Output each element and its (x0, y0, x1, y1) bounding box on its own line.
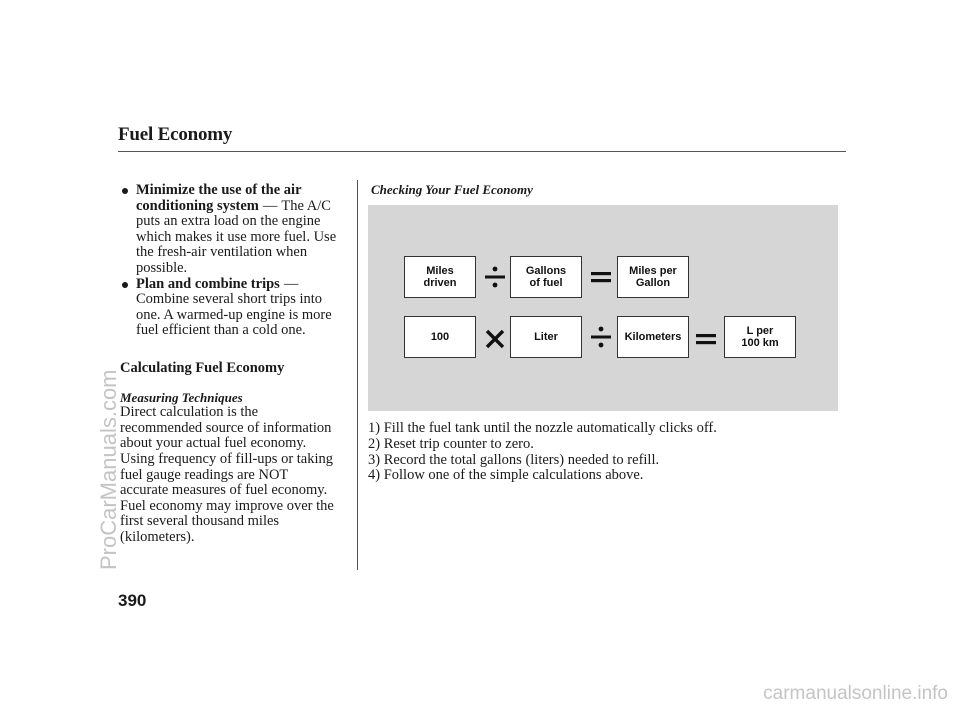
paragraph: Direct calculation is the recommended so… (120, 405, 352, 545)
paragraph-line: recommended source of information (120, 419, 332, 436)
box-liter: Liter (510, 316, 582, 358)
paragraph-line: accurate measures of fuel economy. (120, 482, 328, 499)
box-kilometers: Kilometers (617, 316, 689, 358)
sub-heading: Measuring Techniques (120, 389, 243, 405)
bullet-trips: Plan and combine trips— Combine several … (120, 275, 352, 339)
column-divider (357, 180, 358, 570)
step-item: 4) Follow one of the simple calculations… (368, 467, 644, 484)
paragraph-line: about your actual fuel economy. (120, 435, 307, 452)
step-item: 1) Fill the fuel tank until the nozzle a… (368, 420, 717, 436)
paragraph-line: Direct calculation is the (120, 404, 259, 421)
page-title: Fuel Economy (118, 124, 233, 145)
step-item: 3) Record the total gallons (liters) nee… (368, 451, 660, 468)
bullet-ac-line: possible. (136, 259, 188, 276)
right-heading: Checking Your Fuel Economy (371, 182, 533, 197)
bullet-icon (122, 281, 128, 288)
box-gallons-of-fuel: Gallons of fuel (510, 256, 582, 298)
fuel-economy-diagram: Miles driven Gallons of fuel Miles per G… (368, 205, 838, 411)
left-column: Minimize the use of the air conditioning… (120, 182, 352, 545)
bullet-trips-heading-row: Plan and combine trips— (136, 275, 352, 293)
box-l-per-100km: L per 100 km (724, 316, 796, 358)
section-heading: Calculating Fuel Economy (120, 359, 285, 376)
multiply-icon (485, 329, 505, 349)
bullet-ac-line: the fresh-air ventilation when (136, 244, 308, 261)
page-number: 390 (118, 591, 147, 610)
bullet-ac-heading-2: conditioning system (136, 197, 259, 214)
equals-icon (696, 334, 716, 345)
paragraph-line: Fuel economy may improve over the (120, 497, 334, 514)
bullet-ac-lead: The A/C (281, 197, 331, 214)
steps-list: 1) Fill the fuel tank until the nozzle a… (368, 420, 848, 484)
bullet-ac-heading-1: Minimize the use of the air (136, 182, 302, 198)
side-watermark: ProCarManuals.com (96, 369, 121, 570)
box-100: 100 (404, 316, 476, 358)
equals-icon (591, 272, 611, 283)
box-miles-per-gallon: Miles per Gallon (617, 256, 689, 298)
paragraph-line: first several thousand miles (120, 513, 280, 530)
step-item: 2) Reset trip counter to zero. (368, 435, 534, 452)
bullet-ac-heading-row: conditioning system—The A/C (136, 197, 352, 215)
bottom-watermark: carmanualsonline.info (763, 683, 948, 704)
paragraph-line: Using frequency of fill-ups or taking (120, 450, 334, 467)
bullet-icon (122, 188, 128, 194)
paragraph-line: (kilometers). (120, 528, 195, 545)
bullet-trips-line: Combine several short trips into (136, 291, 323, 308)
divide-icon (485, 266, 505, 288)
em-dash: — (262, 197, 278, 214)
bullet-trips-line: fuel efficient than a cold one. (136, 322, 306, 339)
box-miles-driven: Miles driven (404, 256, 476, 298)
bullet-trips-heading: Plan and combine trips (136, 275, 280, 292)
bullet-ac-line: puts an extra load on the engine (136, 213, 321, 230)
paragraph-line: fuel gauge readings are NOT (120, 466, 289, 483)
divide-icon (591, 326, 611, 348)
em-dash: — (283, 275, 299, 292)
title-divider (118, 151, 846, 152)
bullet-ac: Minimize the use of the air conditioning… (120, 182, 352, 277)
bullet-trips-line: one. A warmed-up engine is more (136, 306, 332, 323)
bullet-ac-line: which makes it use more fuel. Use (136, 228, 337, 245)
